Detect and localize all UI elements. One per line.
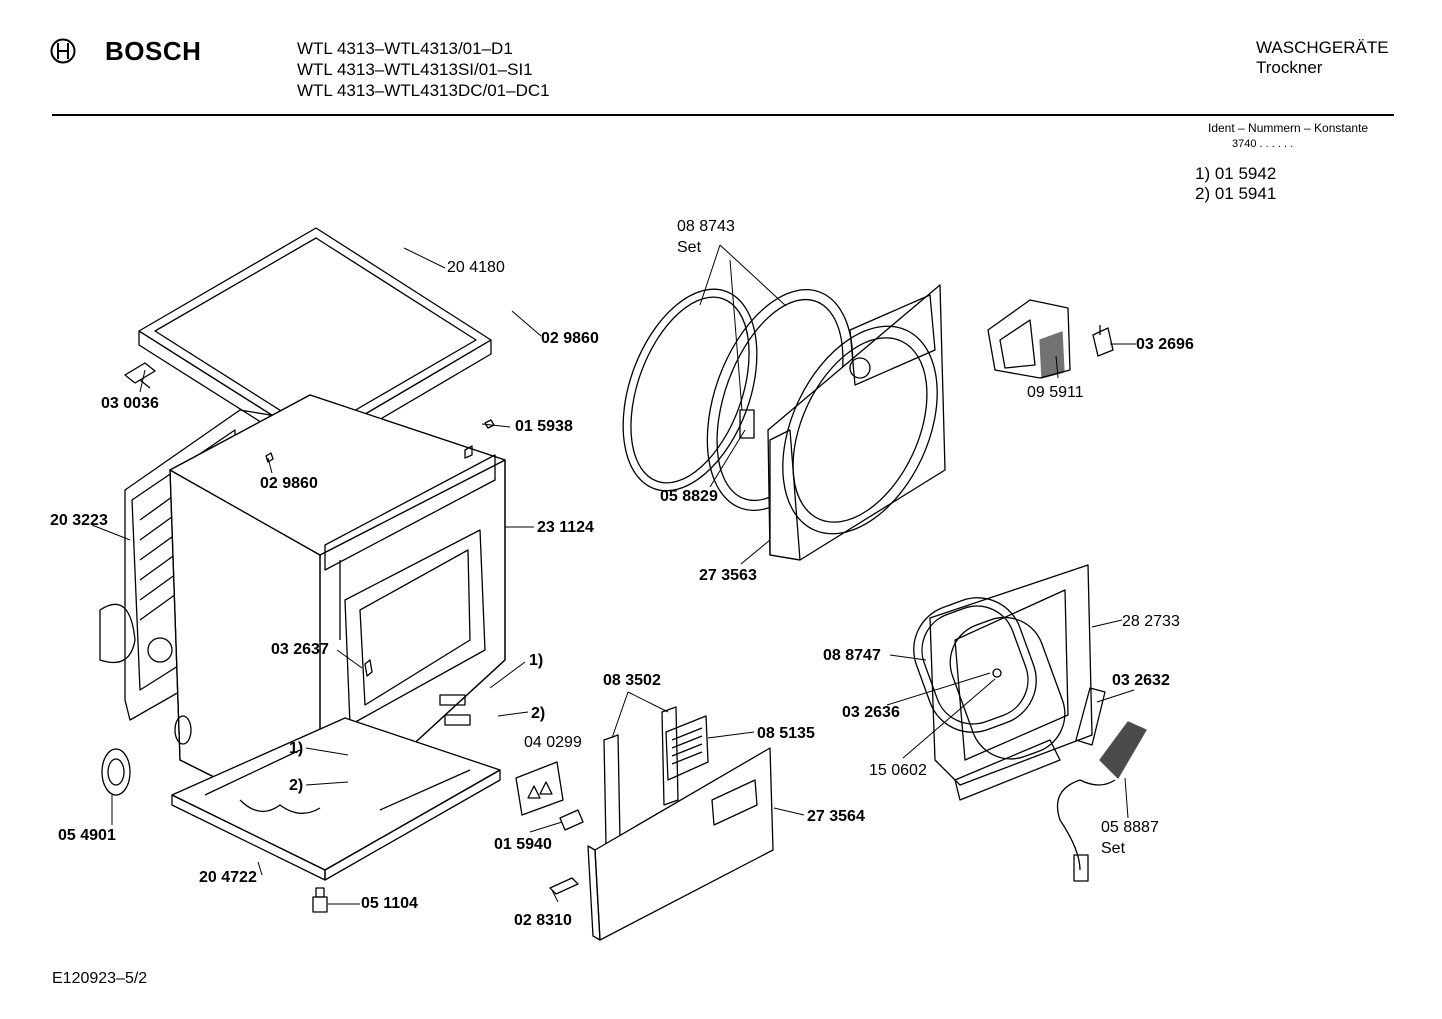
part-label: 05 8829: [660, 488, 718, 505]
model-line: WTL 4313–WTL4313DC/01–DC1: [297, 81, 550, 100]
symbol-plate-part: [515, 761, 564, 816]
model-line: WTL 4313–WTL4313/01–D1: [297, 39, 513, 58]
brand-name: BOSCH: [105, 36, 202, 66]
part-label: 01 5938: [515, 418, 573, 435]
part-label: 03 0036: [101, 395, 159, 412]
part-label: 03 2632: [1112, 672, 1170, 689]
part-label: 02 9860: [260, 475, 318, 492]
foot-part: [312, 887, 328, 913]
part-label: 08 5135: [757, 725, 815, 742]
hinge-part: [559, 809, 584, 831]
front-fascia-part: [587, 747, 774, 941]
part-label: 20 3223: [50, 512, 108, 529]
variant-item: 2) 01 5941: [1195, 184, 1277, 203]
part-label: 23 1124: [537, 519, 594, 536]
part-label: 27 3564: [807, 808, 865, 825]
door-frame-part: [929, 564, 1093, 801]
door-gasket-part: [913, 597, 1037, 733]
part-label: 1): [529, 652, 544, 669]
part-label: 01 5940: [494, 836, 552, 853]
part-label: 1): [289, 740, 304, 757]
bosch-logo-icon: [50, 38, 76, 64]
part-label: 2): [531, 705, 546, 722]
part-label: 03 2696: [1136, 336, 1194, 353]
part-label: 03 2636: [842, 704, 900, 721]
part-label: 2): [289, 777, 304, 794]
part-label: 04 0299: [524, 734, 582, 751]
part-label: 08 8747: [823, 647, 881, 664]
base-frame-part: [171, 717, 501, 881]
screw-part: [992, 668, 1002, 678]
model-list: WTL 4313–WTL4313/01–D1 WTL 4313–WTL4313S…: [297, 38, 550, 101]
part-label: 05 1104: [361, 895, 418, 912]
rear-wall-part: [767, 284, 946, 561]
cabinet-part: [169, 394, 506, 831]
variant-item: 1) 01 5942: [1195, 164, 1277, 183]
variant-list: 1) 01 5942 2) 01 5941: [1195, 164, 1276, 204]
subcategory: Trockner: [1256, 58, 1323, 77]
part-label: 28 2733: [1122, 613, 1180, 630]
part-label: 20 4722: [199, 869, 257, 886]
clip-part: [124, 362, 156, 389]
door-lock-part: [1056, 687, 1147, 882]
bearing-bush-part: [101, 748, 131, 796]
part-label: 08 8743: [677, 218, 735, 235]
part-label: 27 3563: [699, 567, 757, 584]
category-block: WASCHGERÄTE Trockner: [1256, 38, 1389, 78]
part-label: 09 5911: [1027, 384, 1084, 401]
latch-part: [549, 877, 579, 895]
leader-lines: [91, 244, 1136, 905]
category: WASCHGERÄTE: [1256, 38, 1389, 57]
part-label: 08 3502: [603, 672, 661, 689]
switch-assembly-part: [987, 299, 1071, 379]
filter-grid-part: [665, 715, 709, 781]
part-label: 15 0602: [869, 762, 927, 779]
ident-title: Ident – Nummern – Konstante: [1208, 121, 1369, 135]
model-line: WTL 4313–WTL4313SI/01–SI1: [297, 60, 533, 79]
part-label: 02 9860: [541, 330, 599, 347]
part-label: 05 8887: [1101, 819, 1159, 836]
document-id: E120923–5/2: [52, 970, 148, 987]
part-label: 03 2637: [271, 641, 329, 658]
part-label: 05 4901: [58, 827, 116, 844]
part-label: 20 4180: [447, 259, 505, 276]
part-label: Set: [1101, 840, 1126, 857]
ident-value: 3740 . . . . . .: [1232, 138, 1294, 150]
sensor-part: [1092, 325, 1114, 357]
part-label: 02 8310: [514, 912, 572, 929]
header-rule: [52, 114, 1394, 116]
part-label: Set: [677, 239, 702, 256]
